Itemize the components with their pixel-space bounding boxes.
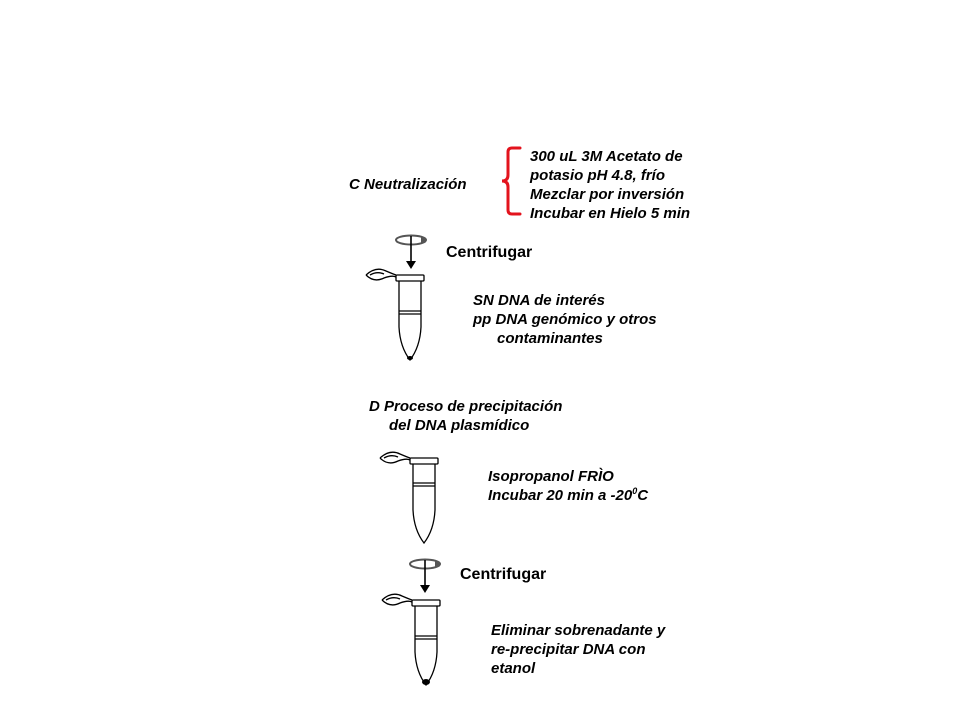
centrifugar-label-1: Centrifugar	[446, 244, 533, 261]
note-line: re-precipitar DNA con	[491, 641, 646, 658]
centrifugar-label-2: Centrifugar	[460, 566, 547, 583]
centrifuge-icon	[409, 558, 441, 593]
note-line: pp DNA genómico y otros	[473, 311, 657, 328]
centrifuge-icon	[395, 234, 427, 269]
step-text: Mezclar por inversión	[530, 186, 685, 203]
note-line: contaminantes	[497, 330, 603, 347]
note-line: Eliminar sobrenadante y	[491, 622, 666, 639]
temp-prefix: Incubar 20 min a -20	[488, 487, 633, 504]
microcentrifuge-tube-icon	[381, 593, 441, 687]
note-line: SN DNA de interés	[473, 292, 605, 309]
microcentrifuge-tube-icon	[379, 451, 439, 545]
section-c-steps: 300 uL 3M Acetato de potasio pH 4.8, frí…	[530, 147, 690, 223]
microcentrifuge-tube-icon	[365, 268, 425, 362]
tube-1-notes: SN DNA de interés pp DNA genómico y otro…	[473, 291, 657, 348]
tube-3-notes: Eliminar sobrenadante y re-precipitar DN…	[491, 621, 665, 678]
section-d-line: D Proceso de precipitación	[369, 398, 563, 415]
step-text: potasio pH 4.8, frío	[530, 167, 666, 184]
temp-unit: C	[637, 487, 649, 504]
note-line: Isopropanol FRÌO	[488, 468, 614, 485]
section-c-title: C Neutralización	[349, 176, 467, 193]
note-line: etanol	[491, 660, 536, 677]
temp-superscript: 0	[632, 486, 638, 496]
note-line: Incubar 20 min a -200C	[488, 486, 648, 505]
section-d-line: del DNA plasmídico	[389, 417, 530, 434]
red-bracket	[501, 146, 522, 216]
step-text: 300 uL 3M Acetato de	[530, 148, 683, 165]
step-text: Incubar en Hielo 5 min	[530, 205, 691, 222]
section-d-title: D Proceso de precipitación del DNA plasm…	[369, 397, 562, 435]
tube-2-notes: Isopropanol FRÌO Incubar 20 min a -200C	[488, 467, 648, 505]
